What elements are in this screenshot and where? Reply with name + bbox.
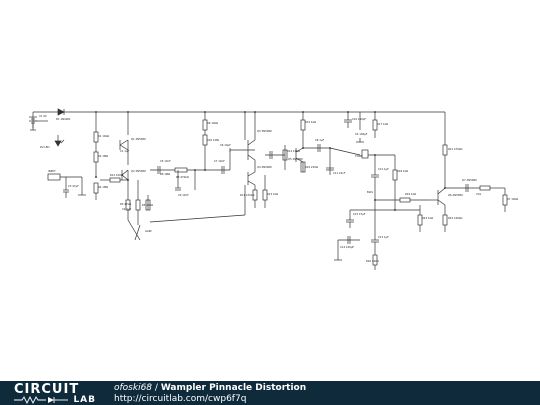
label-r21: R21 470kΩ [448,147,462,151]
junction-dots [95,111,446,211]
label-c9: C9 10nF [178,193,189,197]
label-c6: C6 10µF [220,143,231,147]
output-stage [417,112,508,232]
label-r18: R18 1kΩ [397,169,408,173]
label-q3: Q3 2N5089 [257,129,272,133]
label-r20: R20 10kΩ [366,259,379,263]
author-link[interactable]: ofoski68 [114,383,153,393]
label-r23: R23 1kΩ [422,216,433,220]
label-v1: V1 9V [39,114,47,118]
label-r22: R22 100kΩ [448,216,462,220]
label-vol: VOL [476,192,482,196]
caption-separator: / [152,383,161,393]
circuit-title: Wampler Pinnacle Distortion [160,383,307,393]
label-r11: R11 470kΩ [240,193,254,197]
label-q2: Q2 2N5089 [131,169,146,173]
label-c11: C11 22nF [333,171,346,175]
label-c1: C1 1µF [120,149,130,153]
logo-bottom-text: LAB [73,395,96,405]
label-r19: R19 1kΩ [405,192,416,196]
label-d2: D2 LED [40,145,50,149]
label-r4: R4 1MΩ [98,185,108,189]
stage-3 [265,112,395,175]
label-bias: BIAS [367,190,373,194]
label-r5: R5 10kΩ [142,203,153,207]
led-d2[interactable] [54,135,65,147]
tone-network [334,155,430,270]
logo-circuit-graphic [14,396,68,404]
circuit-schematic: V1 9V D1 1N4001 D2 LED INPUT [29,108,518,270]
circuit-caption: ofoski68 / Wampler Pinnacle Distortion h… [114,383,306,405]
label-c7: C7 10nF [214,159,225,163]
label-c3: C3 47µF [68,184,79,188]
label-r3: R3 47kΩ [120,202,131,206]
label-r1: R1 10kΩ [98,134,109,138]
label-c5: C5 10nF [160,159,171,163]
label-c8: C8 1µF [315,138,325,142]
battery-v1[interactable] [29,116,37,131]
logo-top-text: CIRCUIT [14,382,80,397]
caption-title-line: ofoski68 / Wampler Pinnacle Distortion [114,383,306,394]
label-r15: R15 1kΩ [305,120,316,124]
label-r6: R6 1MΩ [160,172,170,176]
diode-d1[interactable] [57,108,65,116]
label-q5: Q5 2N5089 [288,157,303,161]
footer-bar: CIRCUIT LAB ofoski68 / Wampler Pinnacle … [0,381,540,405]
label-c13: C13 1µF [378,235,389,239]
stage-2 [149,112,268,223]
label-r16: R16 220Ω [305,165,318,169]
label-c2: C2 1µF [122,207,132,211]
label-r12: R12 100Ω [110,173,123,177]
label-q6: Q6 2N5089 [448,193,463,197]
circuitlab-logo[interactable]: CIRCUIT LAB [14,383,96,405]
label-r14: R14 10kΩ [287,149,300,153]
label-r10: R10 1MΩ [207,138,219,142]
label-r9: R9 10kΩ [207,121,218,125]
label-q1: Q1 2N5089 [131,137,146,141]
input-jack[interactable] [47,173,82,181]
label-c10: C10 100pF [352,117,367,121]
label-gain: GAIN [145,229,152,233]
logo-bottom: LAB [14,395,96,405]
label-q7: Q7 2N5089 [462,178,477,182]
label-c12: C12 1µF [378,167,389,171]
label-d1: D1 1N4001 [56,117,71,121]
label-c14: C14 100µF [340,245,355,249]
label-r7: R7 10kΩ [507,197,518,201]
stage-1 [63,112,151,241]
label-tone: TONE [355,154,363,158]
label-c4: C4 100µF [355,132,368,136]
label-r8: R8 470kΩ [176,175,189,179]
circuit-url[interactable]: http://circuitlab.com/cwp6f7q [114,394,247,404]
label-c15: C15 47µF [353,212,366,216]
label-r17: R17 1kΩ [377,122,388,126]
label-r2: R2 1MΩ [98,154,108,158]
label-input: INPUT [48,169,56,173]
label-r13: R13 1kΩ [267,192,278,196]
label-q4: Q4 2N5089 [257,165,272,169]
